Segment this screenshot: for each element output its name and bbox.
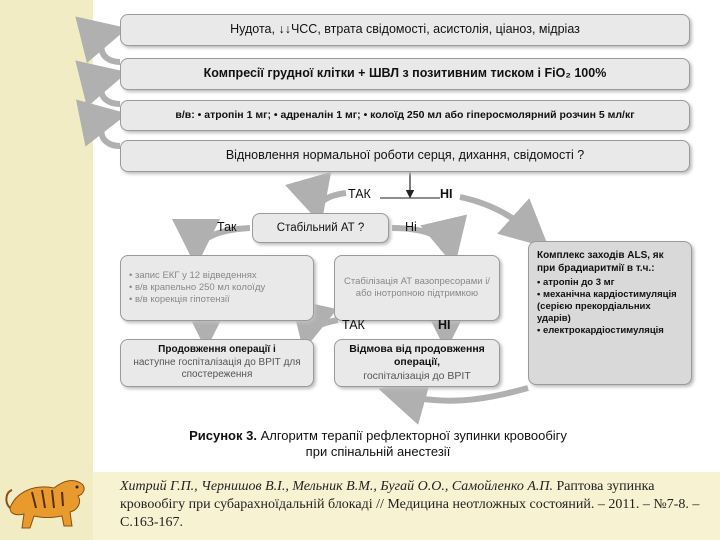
als-title: Комплекс заходів ALS, як при брадиаритмі…: [537, 250, 664, 274]
label-no-3: НІ: [438, 318, 451, 332]
box-continue-operation: Продовження операції і наступне госпітал…: [120, 339, 314, 387]
arrow-yes-3: [290, 298, 339, 351]
infusion-item: • в/в крапельно 250 мл колоїду: [129, 282, 266, 294]
continue-subtitle: наступне госпіталізація до ВРІТ для спос…: [133, 356, 301, 381]
reference-citation: Хитрий Г.П., Чернишов В.І., Мельник В.М.…: [120, 478, 710, 533]
label-yes-3: ТАК: [342, 318, 365, 332]
refuse-title: Відмова від продовження операції,: [349, 343, 485, 369]
als-item: • електрокардіостимуляція: [537, 324, 664, 336]
refuse-subtitle: госпіталізація до ВРІТ: [363, 369, 471, 382]
label-no-1: НІ: [440, 187, 453, 201]
tiger-logo-icon: [5, 480, 85, 529]
figure-caption: Рисунок 3. Алгоритм терапії рефлекторної…: [178, 428, 578, 461]
label-yes-1: ТАК: [348, 187, 371, 201]
als-item: • атропін до 3 мг: [537, 277, 615, 288]
box-stabilize-text: Стабілізація АТ вазопресорами і/або інот…: [344, 276, 490, 299]
box-compression-text: Компресії грудної клітки + ШВЛ з позитив…: [203, 66, 607, 81]
arrow-no-3: [421, 302, 470, 351]
infusion-item: • в/в корекція гіпотензії: [129, 293, 230, 305]
box-stable-bp-text: Стабільний АТ ?: [276, 221, 365, 234]
box-stabilize: Стабілізація АТ вазопресорами і/або інот…: [334, 255, 500, 321]
infusion-item: • запис ЕКГ у 12 відведеннях: [129, 270, 257, 282]
box-als: Комплекс заходів ALS, як при брадиаритмі…: [528, 241, 692, 385]
reference-authors: Хитрий Г.П., Чернишов В.І., Мельник В.М.…: [120, 479, 554, 494]
arrow-yes-1: [285, 171, 347, 225]
box-stable-bp-question: Стабільний АТ ?: [252, 213, 389, 243]
continue-title: Продовження операції і: [158, 344, 276, 356]
box-drugs: в/в: • атропін 1 мг; • адреналін 1 мг; •…: [120, 100, 690, 131]
label-yes-2: Так: [217, 220, 237, 234]
als-item: • механічна кардіостимуляція (серією пре…: [537, 288, 677, 324]
arrow-loop-1: [75, 16, 128, 65]
box-symptoms: Нудота, ↓↓ЧСС, втрата свідомості, асисто…: [120, 14, 690, 46]
arrow-loop-2: [75, 60, 128, 108]
arrow-no-2: [391, 214, 468, 267]
arrow-yes-2: [172, 218, 251, 267]
box-compression: Компресії грудної клітки + ШВЛ з позитив…: [120, 58, 690, 90]
box-symptoms-text: Нудота, ↓↓ЧСС, втрата свідомості, асисто…: [230, 22, 580, 37]
box-recovery-text: Відновлення нормальної роботи серця, дих…: [225, 148, 585, 163]
label-no-2: Ні: [405, 220, 417, 234]
box-refuse-operation: Відмова від продовження операції, госпіт…: [334, 339, 500, 387]
box-drugs-text: в/в: • атропін 1 мг; • адреналін 1 мг; •…: [175, 108, 635, 121]
box-infusion: • запис ЕКГ у 12 відведеннях • в/в крапе…: [120, 255, 314, 321]
reference-text: Раптова зупинка кровообігу при субарахно…: [120, 479, 700, 531]
arrow-no-1: [459, 194, 549, 249]
arrow-als-return: [378, 378, 529, 425]
caption-text: Алгоритм терапії рефлекторної зупинки кр…: [260, 428, 567, 460]
caption-label: Рисунок 3.: [189, 428, 257, 443]
box-recovery-question: Відновлення нормальної роботи серця, дих…: [120, 140, 690, 172]
arrow-loop-3: [75, 99, 128, 149]
